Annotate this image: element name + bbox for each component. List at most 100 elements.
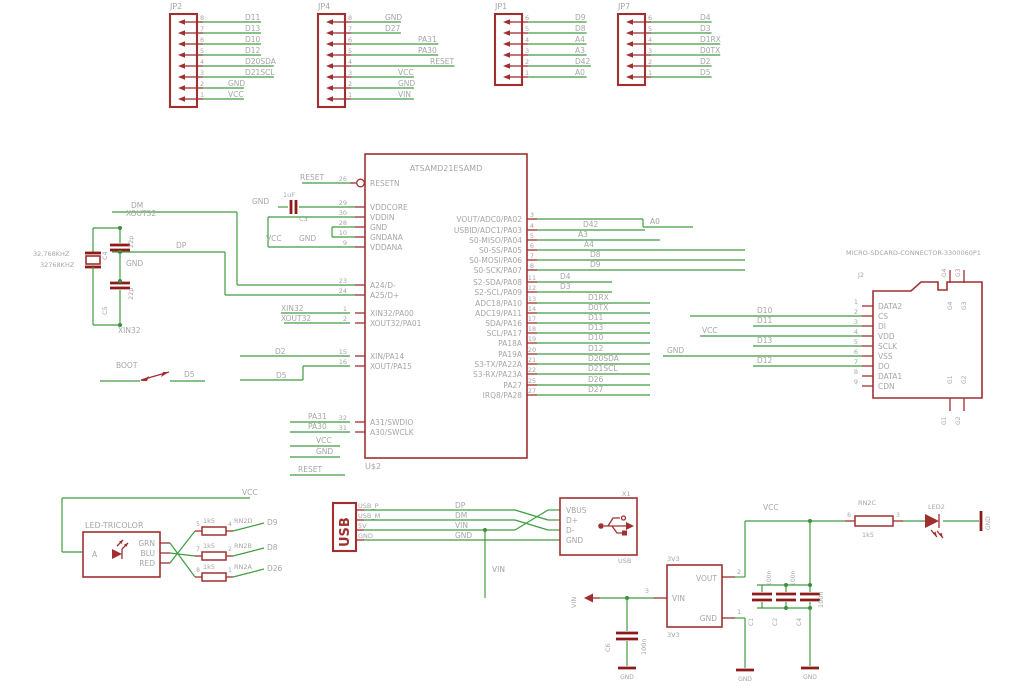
usb-pin-label: USB_P <box>358 502 379 510</box>
pin-number: 4 <box>228 521 232 528</box>
pin-number: 8 <box>348 14 352 22</box>
pin-name: DI <box>878 322 886 331</box>
net-label: VCC <box>228 90 244 99</box>
pin-number: 3 <box>530 211 534 219</box>
pin-name: XOUT32/PA01 <box>370 319 422 328</box>
pin-number: 3 <box>200 69 204 77</box>
pin-name: CS <box>878 312 888 321</box>
pin-number: 6 <box>525 14 529 22</box>
pin-number: 4 <box>525 36 529 44</box>
pin-number: 4 <box>530 222 534 230</box>
pin-name: CDN <box>878 382 895 391</box>
net-label: D9 <box>590 260 601 269</box>
crystal-value: 32,768KHZ <box>33 250 70 258</box>
pin-number: 27 <box>528 387 536 395</box>
net-label: A3 <box>575 46 585 55</box>
usb-pin-label: 5V <box>358 522 367 530</box>
gnd-flag-label: GND <box>985 516 992 530</box>
connector-name: JP2 <box>169 2 182 11</box>
led-pin-label: GRN <box>138 539 155 548</box>
net-label: D13 <box>245 24 261 33</box>
pin-name: VOUT/ADC0/PA02 <box>456 215 522 224</box>
pin-number: 3 <box>645 587 649 595</box>
pin-number: 4 <box>854 328 858 336</box>
pin-number: 13 <box>528 295 536 303</box>
pin-name: A24/D- <box>370 281 396 290</box>
pin-number: 5 <box>854 338 858 346</box>
pin-name: VDDIN <box>370 213 395 222</box>
pin-name: DATA1 <box>878 372 902 381</box>
xout32-label: XOUT32 <box>126 209 156 218</box>
pin-number: 20 <box>528 346 536 354</box>
pin-number: 1 <box>648 69 652 77</box>
pa31-net-label: PA31 <box>308 412 327 421</box>
net-label: GND <box>228 79 245 88</box>
pin-name: VOUT <box>696 574 717 583</box>
net-label: D27 <box>588 385 604 394</box>
pin-number: 5 <box>530 232 534 240</box>
mount-pad-label: G2 <box>955 416 962 425</box>
connector-name: JP4 <box>317 2 330 11</box>
pin-number: 1 <box>737 608 741 616</box>
net-label: D10 <box>588 333 604 342</box>
pin-number: 23 <box>339 277 347 285</box>
mount-pad-label: G2 <box>961 375 968 384</box>
pin-number: 2 <box>525 58 529 66</box>
pin-name: RESETN <box>370 179 400 188</box>
cap-name: C4 <box>796 618 803 626</box>
pin-number: 14 <box>528 305 536 313</box>
pin-number: 3 <box>648 47 652 55</box>
pin-number: 22 <box>528 366 536 374</box>
net-label: VCC <box>702 326 718 335</box>
pin-number: 6 <box>348 36 352 44</box>
pin-number: 31 <box>339 424 347 432</box>
dm-net-label: DM <box>131 201 143 210</box>
xout32-net-label: XOUT32 <box>281 314 311 323</box>
pin-name: VSS <box>878 352 893 361</box>
gnd-net-label: GND <box>252 197 269 206</box>
resistor-value: 1k5 <box>203 563 215 571</box>
pin-number: 7 <box>854 358 858 366</box>
pin-number: 5 <box>525 25 529 33</box>
net-label: D12 <box>588 344 604 353</box>
resistor-value: 1k5 <box>203 542 215 550</box>
pin-number: 5 <box>648 25 652 33</box>
connector-name: JP1 <box>494 2 507 11</box>
net-label: GND <box>398 79 415 88</box>
vcc-net-label: VCC <box>266 234 282 243</box>
pin-number: 6 <box>648 14 652 22</box>
pin-name: A31/SWDIO <box>370 418 413 427</box>
pin-number: 29 <box>339 199 347 207</box>
pin-name: GND <box>370 223 387 232</box>
net-label: D27 <box>385 24 401 33</box>
usb-conn-pin: D+ <box>566 516 578 525</box>
net-label: VIN <box>455 521 468 530</box>
pin-number: 9 <box>854 378 858 386</box>
net-label: D42 <box>575 57 591 66</box>
cap-value: 1uF <box>283 191 295 199</box>
pin-number: 9 <box>343 239 347 247</box>
net-label: D11 <box>588 313 604 322</box>
led-pin-label: BLU <box>141 549 155 558</box>
cap-value: 100n <box>640 638 648 655</box>
cap-value: 22p <box>127 288 135 300</box>
reset-net-label: RESET <box>300 173 324 182</box>
vcc-rail: VCC <box>745 503 845 585</box>
cap-value: 22p <box>127 236 135 248</box>
pin-number: 5 <box>196 521 200 528</box>
pin-number: 5 <box>348 47 352 55</box>
xin32-net-label: XIN32 <box>281 304 304 313</box>
pin-number: 2 <box>343 315 347 323</box>
pin-name: S0-SCK/PA07 <box>474 266 523 275</box>
net-label: A0 <box>650 217 660 226</box>
pin-number: 16 <box>339 358 347 366</box>
net-label: D12 <box>757 356 773 365</box>
pin-name: S2-SCL/PA09 <box>474 288 522 297</box>
gnd-mid-label: GND <box>126 259 143 268</box>
pin-number: 10 <box>339 229 347 237</box>
pin-name: GND <box>700 614 717 623</box>
